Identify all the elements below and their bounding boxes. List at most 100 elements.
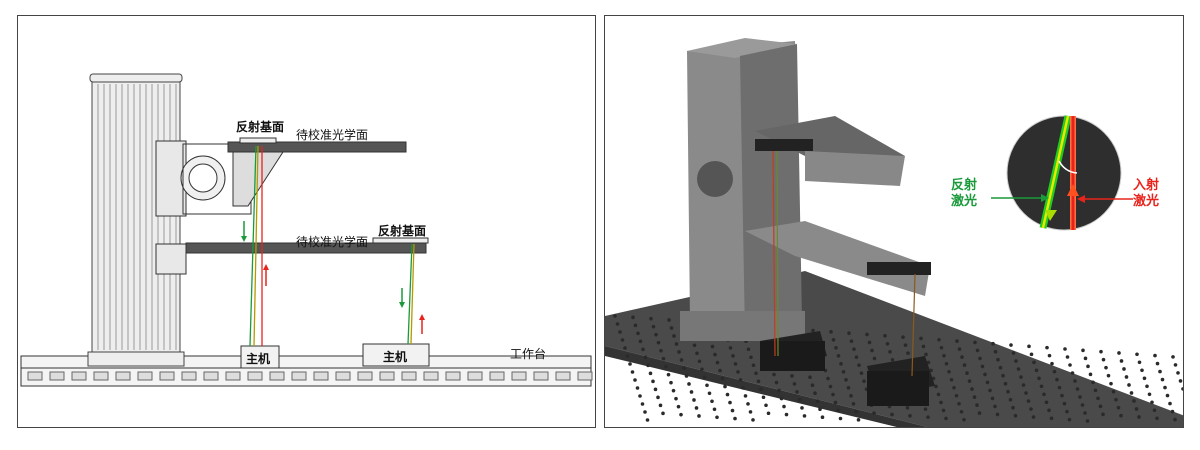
- breadboard-hole: [1065, 409, 1069, 414]
- breadboard-hole: [980, 364, 985, 369]
- breadboard-hole: [625, 354, 630, 358]
- breadboard-hole: [715, 415, 719, 420]
- incident-laser-label-1: 入射: [1133, 178, 1160, 193]
- breadboard-hole: [818, 407, 822, 412]
- breadboard-hole: [710, 344, 715, 349]
- breadboard-hole: [978, 356, 982, 361]
- breadboard-hole: [1078, 395, 1082, 399]
- incident-laser-label-2: 激光: [1133, 194, 1160, 209]
- breadboard-hole: [1152, 408, 1157, 413]
- breadboard-hole: [849, 394, 853, 398]
- breadboard-hole: [936, 392, 941, 397]
- breadboard-hole: [705, 383, 709, 388]
- breadboard-hole: [654, 332, 658, 337]
- optical-surface-bottom-label: 待校准光学面: [296, 235, 369, 249]
- breadboard-hole: [792, 382, 797, 386]
- breadboard-hole: [888, 350, 892, 354]
- breadboard-hole: [687, 382, 691, 386]
- breadboard-hole: [844, 378, 848, 382]
- breadboard-hole: [1098, 404, 1103, 409]
- breadboard-hole: [636, 331, 640, 336]
- breadboard-hole: [829, 330, 833, 334]
- breadboard-hole: [846, 386, 851, 390]
- breadboard-hole: [710, 399, 714, 404]
- breadboard-hole: [985, 380, 990, 385]
- breadboard-hole: [834, 346, 838, 350]
- breadboard-hole: [651, 324, 656, 329]
- breadboard-hole: [653, 387, 658, 392]
- breadboard-hole: [1101, 412, 1105, 417]
- breadboard-hole: [934, 384, 938, 389]
- 3d-render-drawing: [605, 38, 1183, 427]
- breadboard-hole: [965, 371, 969, 375]
- breadboard-hole: [1106, 373, 1111, 378]
- breadboard-hole: [831, 338, 836, 342]
- workbench-label: 工作台: [510, 347, 547, 361]
- breadboard-hole: [867, 340, 872, 345]
- breadboard-hole: [1119, 359, 1124, 363]
- breadboard-hole: [872, 411, 876, 415]
- bench-slot: [577, 371, 593, 381]
- breadboard-hole: [707, 391, 712, 396]
- breadboard-hole: [937, 337, 941, 342]
- breadboard-hole: [1016, 367, 1021, 371]
- breadboard-hole: [620, 338, 625, 342]
- breadboard-hole: [800, 406, 804, 410]
- breadboard-hole: [713, 352, 717, 357]
- breadboard-hole: [1181, 387, 1183, 391]
- breadboard-hole: [967, 379, 972, 383]
- breadboard-hole: [908, 414, 912, 418]
- breadboard-hole: [669, 380, 673, 385]
- breadboard-hole: [1168, 401, 1172, 406]
- arrows: [241, 221, 425, 334]
- breadboard-hole: [774, 380, 779, 385]
- breadboard-hole: [1170, 409, 1175, 414]
- breadboard-hole: [695, 351, 699, 356]
- breadboard-hole: [761, 395, 766, 400]
- breadboard-hole: [692, 398, 696, 402]
- breadboard-hole: [756, 379, 761, 384]
- breadboard-hole: [746, 347, 751, 352]
- breadboard-hole: [728, 400, 732, 405]
- breadboard-hole: [1165, 393, 1170, 398]
- breadboard-hole: [942, 353, 946, 358]
- breadboard-hole: [728, 346, 733, 350]
- breadboard-hole: [1039, 384, 1044, 389]
- breadboard-hole: [802, 414, 807, 418]
- bench-slot: [181, 371, 197, 381]
- breadboard-hole: [944, 361, 949, 366]
- breadboard-hole: [1055, 377, 1059, 382]
- breadboard-hole: [764, 403, 768, 408]
- breadboard-hole: [1057, 385, 1062, 390]
- breadboard-hole: [838, 416, 843, 421]
- breadboard-hole: [1109, 381, 1113, 386]
- breadboard-hole: [746, 402, 750, 406]
- breadboard-hole: [906, 351, 910, 355]
- breadboard-hole: [751, 418, 755, 422]
- breadboard-hole: [854, 355, 859, 359]
- bench-slot: [313, 371, 329, 381]
- 3d-render-view: 反射 激光 入射 激光: [604, 15, 1184, 428]
- breadboard-hole: [1137, 360, 1142, 365]
- host-left-box: [240, 345, 280, 369]
- breadboard-hole: [903, 343, 908, 347]
- breadboard-hole: [638, 339, 643, 344]
- breadboard-hole: [641, 347, 645, 352]
- breadboard-hole: [1070, 371, 1075, 375]
- laser-beams: [249, 145, 415, 347]
- breadboard-hole: [1134, 407, 1139, 411]
- breadboard-hole: [1140, 368, 1144, 373]
- breadboard-hole: [1163, 385, 1167, 390]
- breadboard-hole: [1101, 357, 1106, 362]
- breadboard-hole: [1178, 379, 1183, 383]
- breadboard-hole: [1034, 368, 1039, 373]
- breadboard-hole: [1029, 352, 1034, 357]
- breadboard-hole: [939, 345, 944, 350]
- breadboard-hole: [1104, 365, 1108, 370]
- breadboard-hole: [759, 387, 763, 392]
- breadboard-hole: [689, 390, 694, 394]
- breadboard-hole: [854, 410, 858, 414]
- breadboard-hole: [924, 352, 928, 357]
- breadboard-hole: [718, 368, 722, 373]
- breadboard-hole: [656, 340, 661, 345]
